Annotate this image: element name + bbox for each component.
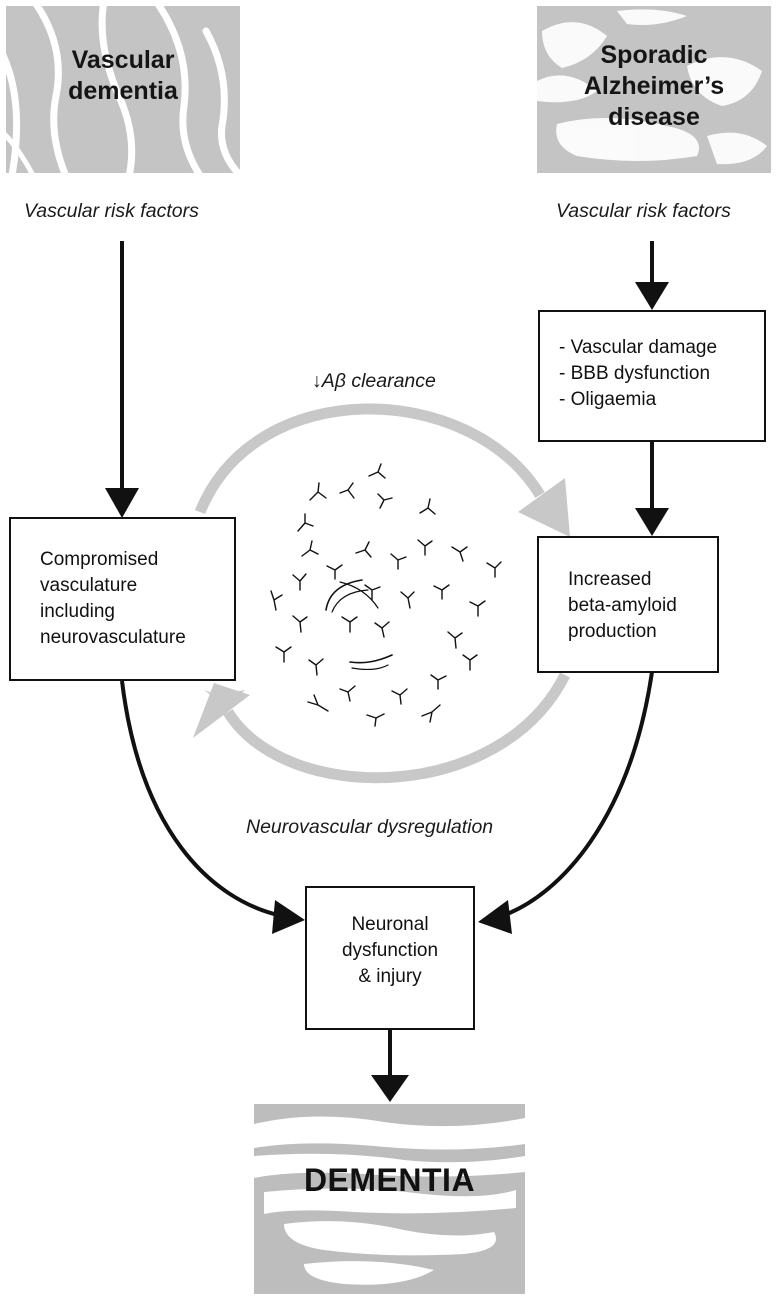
compromised-vasculature-box: Compromised vasculature including neurov… bbox=[9, 517, 236, 681]
damage-item-oligaemia: - Oligaemia bbox=[559, 389, 657, 410]
brush-texture bbox=[537, 9, 767, 165]
right-risk-arrow bbox=[635, 241, 669, 310]
alzheimers-title: Sporadic Alzheimer’s disease bbox=[583, 41, 725, 131]
cycle-arrow-top bbox=[194, 403, 545, 515]
left-risk-arrow bbox=[105, 241, 139, 518]
damage-item-vascular: - Vascular damage bbox=[559, 337, 718, 358]
neuronal-dysfunction-text: Neuronal dysfunction & injury bbox=[341, 914, 439, 987]
amyloid-plaque-icon bbox=[270, 463, 502, 727]
neuronal-to-dementia-arrow bbox=[371, 1029, 409, 1102]
dementia-box: DEMENTIA bbox=[254, 1104, 525, 1294]
vascular-dementia-title: Vascular dementia bbox=[68, 45, 178, 105]
cycle-arrow-top-head bbox=[518, 478, 570, 537]
damage-to-amyloid-arrow bbox=[635, 441, 669, 536]
vascular-dementia-header: Vascular dementia bbox=[6, 6, 240, 173]
right-risk-factors-label: Vascular risk factors bbox=[556, 200, 731, 222]
beta-amyloid-box: Increased beta-amyloid production bbox=[537, 536, 719, 673]
compromised-to-neuronal-arrow bbox=[120, 680, 305, 934]
down-arrow-icon: ↓ bbox=[312, 370, 322, 392]
cycle-arrows bbox=[193, 403, 570, 784]
vessel-streaks-texture bbox=[6, 6, 240, 173]
dementia-title: DEMENTIA bbox=[303, 1162, 476, 1198]
damage-item-bbb: - BBB dysfunction bbox=[559, 363, 711, 384]
amyloid-to-neuronal-arrow bbox=[478, 671, 654, 934]
left-risk-factors-label: Vascular risk factors bbox=[24, 200, 199, 222]
vascular-damage-box: - Vascular damage - BBB dysfunction - Ol… bbox=[538, 310, 766, 442]
neurovascular-dysregulation-label: Neurovascular dysregulation bbox=[246, 816, 494, 838]
cycle-arrow-bottom bbox=[223, 672, 570, 784]
dementia-brush-texture bbox=[254, 1116, 525, 1285]
abeta-clearance-text: Aβ clearance bbox=[321, 370, 436, 392]
beta-amyloid-text: Increased beta-amyloid production bbox=[568, 569, 677, 642]
alzheimers-header: Sporadic Alzheimer’s disease bbox=[537, 6, 771, 173]
neuronal-dysfunction-box: Neuronal dysfunction & injury bbox=[305, 886, 475, 1030]
compromised-vasculature-text: Compromised vasculature including neurov… bbox=[40, 549, 186, 648]
abeta-clearance-label: ↓Aβ clearance bbox=[312, 370, 436, 393]
